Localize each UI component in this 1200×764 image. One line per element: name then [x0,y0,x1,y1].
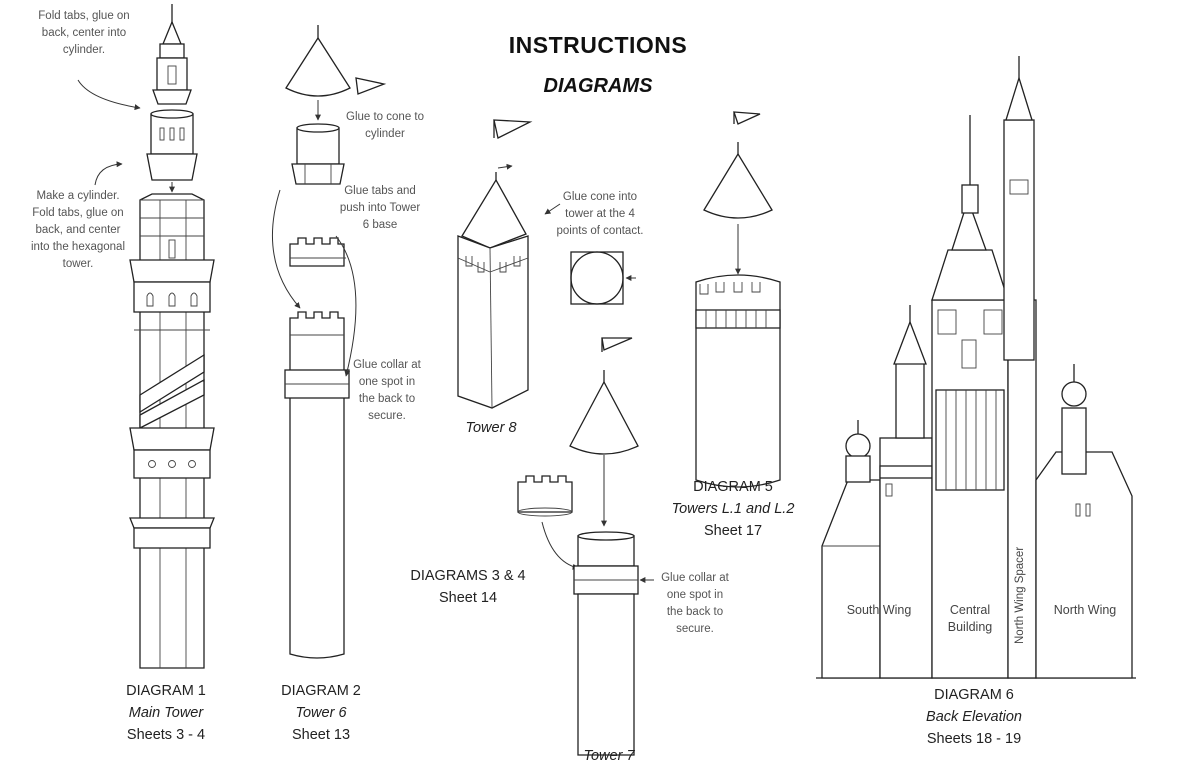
caption-diagram-6: DIAGRAM 6 Back Elevation Sheets 18 - 19 [926,687,1022,747]
note-glue-collar-tower7: Glue collar at one spot in the back to s… [661,572,729,635]
page-subtitle: DIAGRAMS [543,75,653,97]
caption-diagrams-3-4: DIAGRAMS 3 & 4 Sheet 14 [410,568,526,606]
note-glue-to-cone: Glue to cone to cylinder [346,111,424,140]
back-elevation-drawing [816,56,1136,679]
towers-l1-l2-drawing [695,111,781,488]
note-fold-tabs: Fold tabs, glue on back, center into cyl… [38,10,130,56]
note-glue-cone-into: Glue cone into tower at the 4 points of … [556,191,644,237]
tower-8-drawing [457,119,636,409]
main-tower-drawing [77,4,215,669]
caption-diagram-2: DIAGRAM 2 Tower 6 Sheet 13 [281,683,361,743]
tower-7-drawing [517,337,654,756]
caption-diagram-5: DIAGRAM 5 Towers L.1 and L.2 Sheet 17 [671,479,795,539]
label-north-wing-spacer: North Wing Spacer [1014,546,1026,644]
note-make-cylinder: Make a cylinder. Fold tabs, glue on back… [31,190,125,270]
label-central-building: Central Building [947,603,993,634]
note-glue-tabs-push: Glue tabs and push into Tower 6 base [339,185,421,231]
page-title: INSTRUCTIONS [508,32,688,58]
tower-6-drawing [271,25,387,659]
label-north-wing: North Wing [1053,603,1117,617]
label-south-wing: South Wing [846,603,912,617]
tower-7-label: Tower 7 [583,748,635,764]
tower-8-label: Tower 8 [465,420,517,436]
caption-diagram-1: DIAGRAM 1 Main Tower Sheets 3 - 4 [126,683,206,743]
note-glue-collar-tower6: Glue collar at one spot in the back to s… [353,359,421,422]
